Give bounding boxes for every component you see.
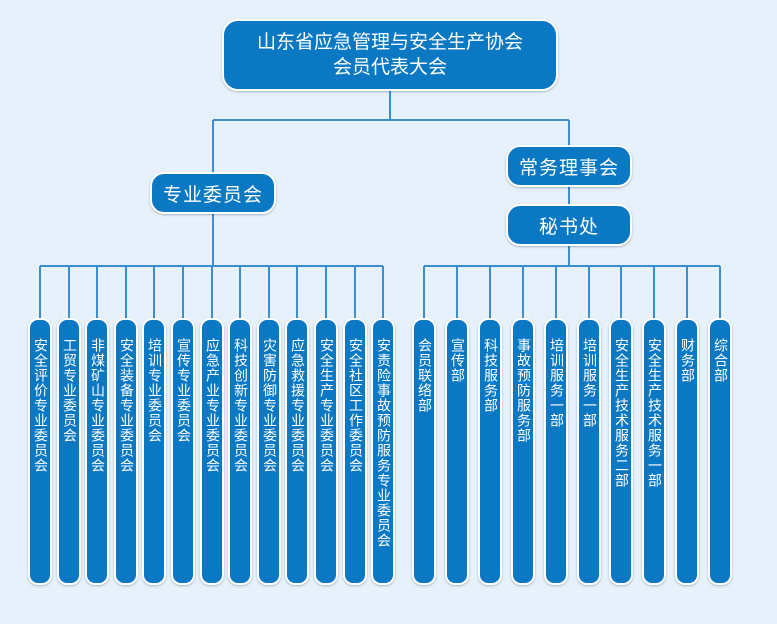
committee-item-4[interactable]: 安全装备专业委员会 (114, 318, 138, 585)
general-assembly-title-line1: 山东省应急管理与安全生产协会 (256, 31, 523, 53)
department-item-10[interactable]: 综合部 (708, 318, 732, 585)
committee-item-2[interactable]: 工贸专业委员会 (57, 318, 81, 585)
secretariat-label: 秘书处 (538, 215, 599, 238)
committee-item-label: 宣传专业委员会 (175, 338, 191, 443)
committee-item-6[interactable]: 宣传专业委员会 (171, 318, 195, 585)
committee-item-10[interactable]: 应急救援专业委员会 (285, 318, 309, 585)
committee-item-label: 安全装备专业委员会 (118, 338, 134, 473)
department-item-label: 事故预防服务部 (515, 338, 531, 443)
committee-item-label: 安责险事故预防服务专业委员会 (375, 338, 391, 548)
department-item-2[interactable]: 宣传部 (445, 318, 469, 585)
committee-item-label: 工贸专业委员会 (61, 338, 77, 443)
committee-item-3[interactable]: 非煤矿山专业委员会 (85, 318, 109, 585)
standing-council-box[interactable]: 常务理事会 (506, 145, 632, 187)
committee-item-8[interactable]: 科技创新专业委员会 (228, 318, 252, 585)
department-item-label: 财务部 (679, 338, 695, 383)
committee-item-5[interactable]: 培训专业委员会 (142, 318, 166, 585)
general-assembly-title-line2: 会员代表大会 (332, 56, 447, 78)
department-item-label: 科技服务部 (482, 338, 498, 413)
department-item-label: 培训服务一部 (548, 338, 564, 428)
department-item-label: 宣传部 (449, 338, 465, 383)
department-item-9[interactable]: 财务部 (675, 318, 699, 585)
committee-item-label: 安全社区工作委员会 (347, 338, 363, 473)
committee-item-label: 应急救援专业委员会 (289, 338, 305, 473)
committee-item-label: 科技创新专业委员会 (232, 338, 248, 473)
secretariat-box[interactable]: 秘书处 (506, 204, 632, 246)
department-item-label: 会员联络部 (416, 338, 432, 413)
committee-item-label: 培训专业委员会 (146, 338, 162, 443)
professional-committees-label: 专业委员会 (162, 183, 263, 206)
professional-committees-box[interactable]: 专业委员会 (150, 172, 276, 214)
department-item-3[interactable]: 科技服务部 (478, 318, 502, 585)
department-item-7[interactable]: 安全生产技术服务二部 (609, 318, 633, 585)
department-item-8[interactable]: 安全生产技术服务一部 (642, 318, 666, 585)
department-item-label: 培训服务一部 (581, 338, 597, 428)
department-item-5[interactable]: 培训服务一部 (544, 318, 568, 585)
department-item-6[interactable]: 培训服务一部 (577, 318, 601, 585)
committee-item-12[interactable]: 安全社区工作委员会 (343, 318, 367, 585)
committee-item-11[interactable]: 安全生产专业委员会 (314, 318, 338, 585)
committee-item-label: 非煤矿山专业委员会 (89, 338, 105, 473)
department-item-1[interactable]: 会员联络部 (412, 318, 436, 585)
committee-item-7[interactable]: 应急产业专业委员会 (200, 318, 224, 585)
department-item-label: 安全生产技术服务一部 (646, 338, 662, 488)
department-item-label: 安全生产技术服务二部 (613, 338, 629, 488)
committee-item-label: 安全生产专业委员会 (318, 338, 334, 473)
department-item-label: 综合部 (712, 338, 728, 383)
committee-item-label: 应急产业专业委员会 (204, 338, 220, 473)
department-item-4[interactable]: 事故预防服务部 (511, 318, 535, 585)
general-assembly-box[interactable]: 山东省应急管理与安全生产协会 会员代表大会 (222, 19, 558, 91)
committee-item-13[interactable]: 安责险事故预防服务专业委员会 (371, 318, 395, 585)
committee-item-label: 安全评价专业委员会 (32, 338, 48, 473)
committee-item-9[interactable]: 灾害防御专业委员会 (257, 318, 281, 585)
committee-item-label: 灾害防御专业委员会 (261, 338, 277, 473)
committee-item-1[interactable]: 安全评价专业委员会 (28, 318, 52, 585)
standing-council-label: 常务理事会 (518, 156, 619, 179)
